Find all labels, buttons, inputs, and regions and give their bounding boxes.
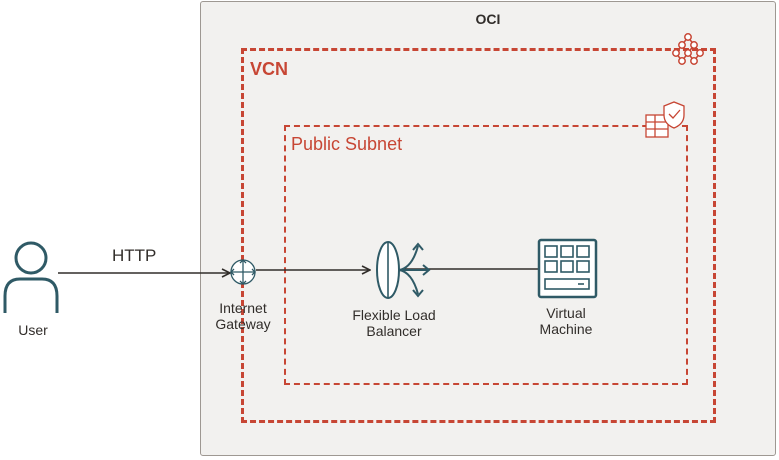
virtual-machine-icon [537,238,598,299]
http-label: HTTP [112,246,157,265]
public-subnet-label: Public Subnet [291,134,403,154]
virtual-machine-label: Virtual Machine [520,305,612,337]
user-icon [3,241,59,313]
load-balancer-label-line-2: Balancer [366,323,422,339]
internet-gateway-label-line-2: Gateway [215,316,271,332]
internet-gateway-label: Internet Gateway [198,300,288,332]
vcn-container [241,48,716,423]
user-label: User [18,322,48,338]
vcn-icon [672,33,704,65]
oci-label: OCI [475,11,501,27]
public-subnet-container [284,125,688,385]
oci-region-container [200,1,776,456]
internet-gateway-label-line-1: Internet [219,300,267,316]
internet-gateway-icon [230,259,256,285]
virtual-machine-label-line-1: Virtual [546,305,586,321]
vcn-label: VCN [250,59,289,79]
load-balancer-label-line-1: Flexible Load [352,307,436,323]
virtual-machine-label-line-2: Machine [539,321,593,337]
load-balancer-icon [376,241,431,299]
subnet-security-icon [645,101,685,138]
load-balancer-label: Flexible Load Balancer [334,307,454,339]
